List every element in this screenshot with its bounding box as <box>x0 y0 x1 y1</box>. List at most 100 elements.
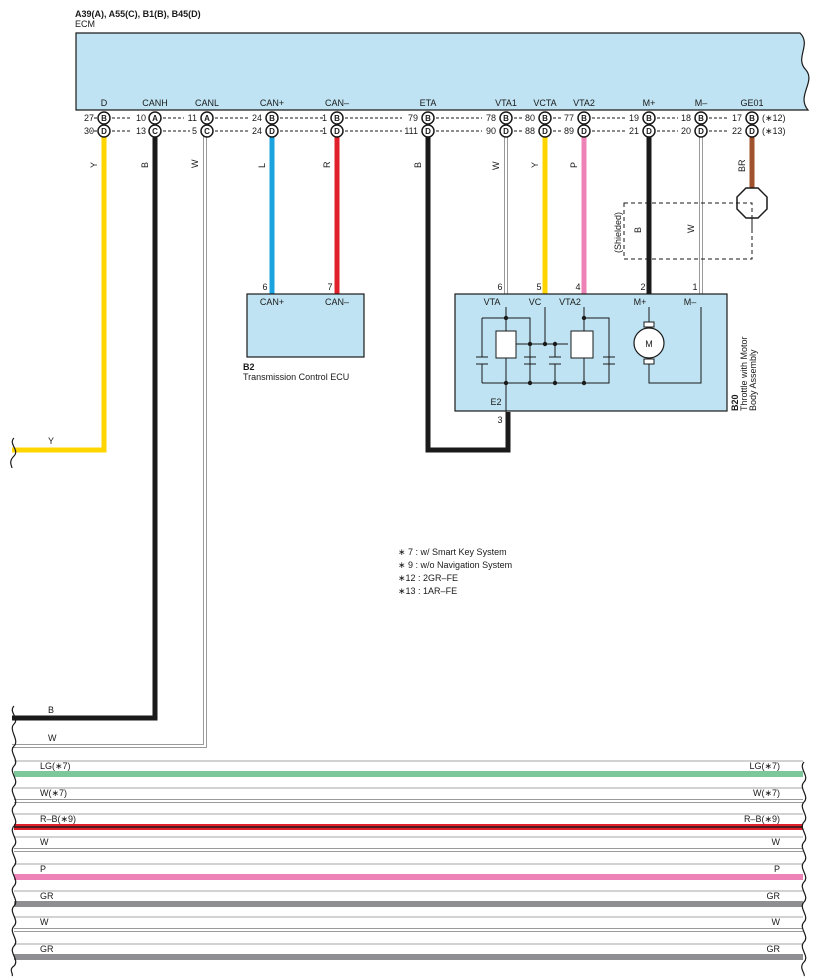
pin-connector-circle <box>148 124 162 138</box>
pin-num: 19 <box>629 113 639 123</box>
wire-label-p: P <box>569 162 579 168</box>
pin-connector-letter: D <box>698 127 704 136</box>
pin-connector-letter: D <box>334 127 340 136</box>
pin-num: 111 <box>404 126 418 136</box>
pin-num: 10 <box>136 113 146 123</box>
pin-connector-letter: B <box>646 114 652 123</box>
bus-wire-label-right: W <box>772 917 781 927</box>
bus-wire-label-left: W <box>40 917 49 927</box>
note-line: ∗12 : 2GR–FE <box>398 573 458 583</box>
pin-note-12: (∗12) <box>762 113 786 123</box>
pin-num: 20 <box>681 126 691 136</box>
pin-num: 22 <box>732 126 742 136</box>
wire-label-b: B <box>633 227 643 233</box>
pin-connector-letter: B <box>581 114 587 123</box>
throttle-pins: 6 5 4 2 1 VTA VC VTA2 M+ M– E2 3 <box>484 282 698 425</box>
throttle-pin-num: 5 <box>536 282 541 292</box>
left-wire-label-w: W <box>48 733 57 743</box>
pin-num: 13 <box>136 126 146 136</box>
shielded-label: (Shielded) <box>613 212 623 253</box>
throttle-name-2: Body Assembly <box>748 349 758 411</box>
wire-white-canl <box>12 136 206 747</box>
break-marks-right <box>801 761 807 977</box>
throttle-pin-name: M– <box>684 297 697 307</box>
tcu-box <box>246 293 365 358</box>
ecm-box <box>75 32 810 111</box>
bus-wire-label-right: LG(∗7) <box>749 761 780 771</box>
pin-connector-circle <box>499 111 513 125</box>
throttle-name-1: Throttle with Motor <box>739 336 749 411</box>
bus-wire-label-left: W(∗7) <box>40 788 67 798</box>
throttle-pin-num: 6 <box>497 282 502 292</box>
wire-label-b: B <box>413 162 423 168</box>
wire-black-canh <box>12 136 158 721</box>
throttle-id: B20 <box>730 394 740 411</box>
bus-wire-label-left: W <box>40 837 49 847</box>
junction-dots <box>503 315 587 386</box>
pin-connector-circle <box>642 111 656 125</box>
pin-connector-letter: B <box>425 114 431 123</box>
throttle-pin-name: VTA2 <box>559 297 581 307</box>
pin-num: 27 <box>84 113 94 123</box>
pin-num: 80 <box>525 113 535 123</box>
wires <box>12 136 755 748</box>
pin-numbers: 27 30 10 13 11 5 24 24 1 1 79 111 78 90 … <box>84 113 786 136</box>
pin-name-vta2: VTA2 <box>573 98 595 108</box>
pin-connector-circle <box>97 111 111 125</box>
pin-connector-letter: D <box>542 127 548 136</box>
connector-list: A39(A), A55(C), B1(B), B45(D) <box>75 9 201 19</box>
wire-label-r: R <box>322 161 332 168</box>
bus-wire-label-right: W <box>772 837 781 847</box>
tcu-pin-num: 6 <box>262 282 267 292</box>
pin-connector-circle <box>745 111 759 125</box>
pin-name-canh: CANH <box>142 98 168 108</box>
note-line: ∗13 : 1AR–FE <box>398 586 457 596</box>
pin-num: 88 <box>525 126 535 136</box>
wire-label-br: BR <box>737 159 747 172</box>
pin-connector-circle <box>694 111 708 125</box>
pin-connector-circle <box>200 111 214 125</box>
pin-connector-circle <box>200 124 214 138</box>
bus-wire-label-right: W(∗7) <box>753 788 780 798</box>
pin-name-can-plus: CAN+ <box>260 98 284 108</box>
pin-connector-circle <box>330 111 344 125</box>
pin-connector-letter: A <box>152 114 158 123</box>
wire-white-canl-outline <box>12 136 207 748</box>
wire-label-w: W <box>491 161 501 170</box>
pin-connector-circle <box>265 124 279 138</box>
left-wire-label-y: Y <box>48 436 54 446</box>
throttle-pin-num: 4 <box>575 282 580 292</box>
tcu-pin-name: CAN+ <box>260 297 284 307</box>
pin-connector-letter: C <box>152 127 158 136</box>
pin-note-13: (∗13) <box>762 126 786 136</box>
wire-label-w: W <box>190 159 200 168</box>
pin-connector-letter: B <box>101 114 107 123</box>
throttle-pin-name: VC <box>529 297 542 307</box>
throttle-e2-name: E2 <box>490 397 501 407</box>
tcu-pin-name: CAN– <box>325 297 349 307</box>
pin-connector-letter: D <box>749 127 755 136</box>
bus-wire-label-left: P <box>40 864 46 874</box>
pin-connector-circle <box>745 124 759 138</box>
pin-connector-circle <box>421 111 435 125</box>
wire-black-eta <box>425 136 511 453</box>
pin-connector-letter: B <box>698 114 704 123</box>
pin-connector-letter: D <box>425 127 431 136</box>
pin-connector-letter: B <box>269 114 275 123</box>
pin-connector-circle <box>97 124 111 138</box>
pin-num: 11 <box>188 113 197 123</box>
left-wire-label-b: B <box>48 705 54 715</box>
pin-connector-circle <box>694 124 708 138</box>
bus-wire-label-left: LG(∗7) <box>40 761 71 771</box>
notes: ∗ 7 : w/ Smart Key System ∗ 9 : w/o Navi… <box>398 547 512 596</box>
wire-labels: Y B W L R B W Y P BR B W (Shielded) <box>89 159 747 253</box>
throttle-e2-num: 3 <box>497 415 502 425</box>
bus-wire-label-right: R–B(∗9) <box>744 814 780 824</box>
pin-num: 90 <box>486 126 496 136</box>
pin-num: 77 <box>564 113 574 123</box>
pin-connector-letter: D <box>101 127 107 136</box>
pin-connector-letter: D <box>581 127 587 136</box>
